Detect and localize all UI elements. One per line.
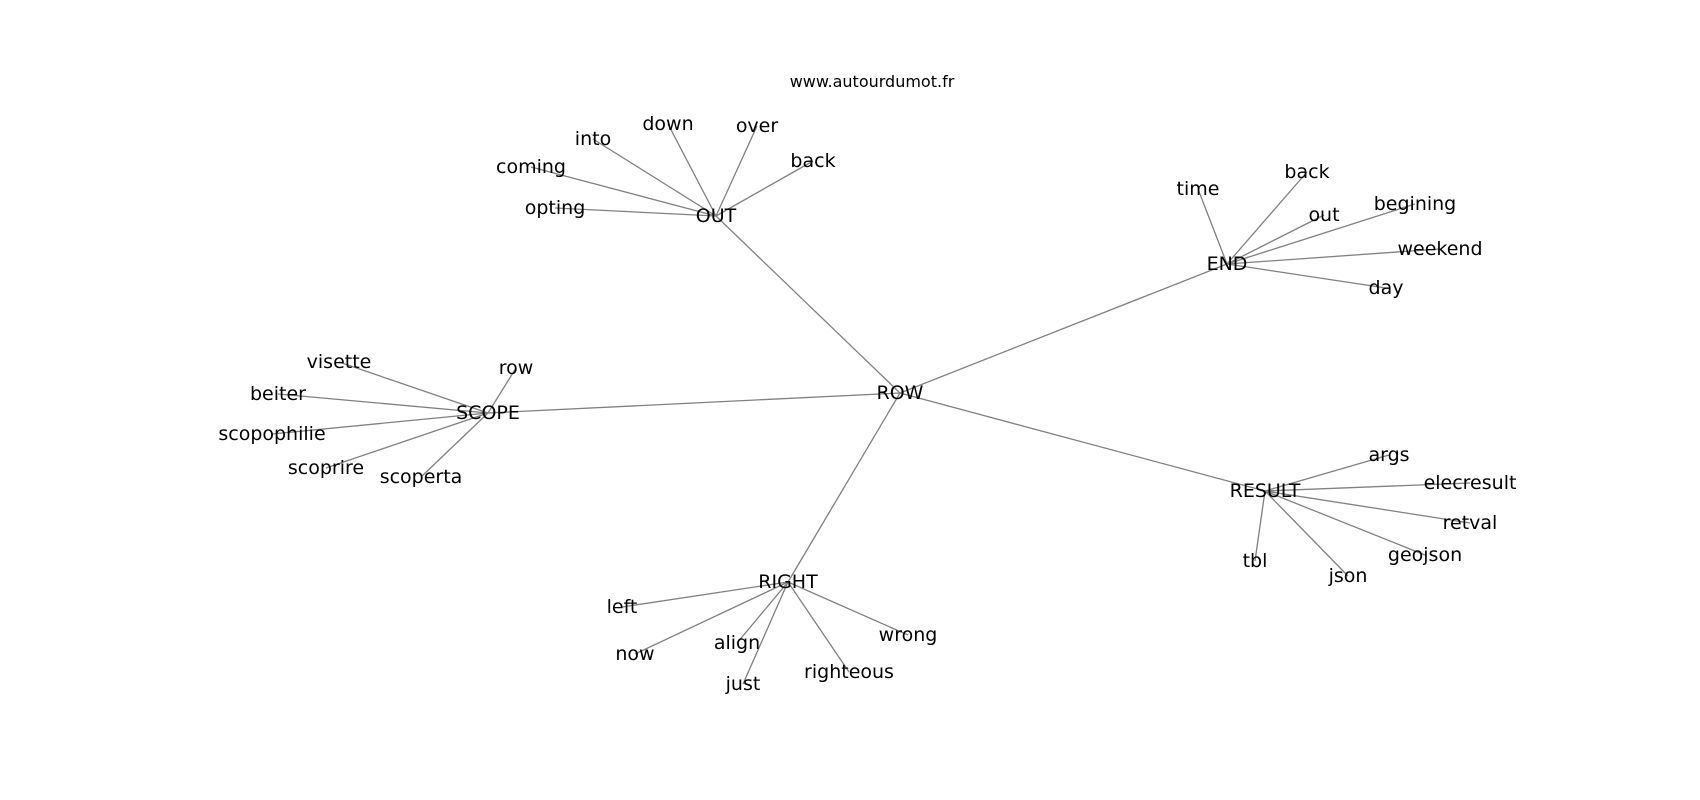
edge-end-end_out [1226, 214, 1325, 265]
edge-out-out_into [592, 138, 717, 217]
edge-scope-scope_scopophilie [271, 412, 489, 435]
node-out-over: over [736, 115, 779, 137]
node-right-wrong: wrong [879, 624, 938, 646]
node-end-weekend: weekend [1397, 238, 1482, 260]
node-end-day: day [1369, 277, 1404, 299]
node-out: OUT [696, 205, 737, 227]
node-scope-beiter: beiter [250, 383, 306, 405]
edge-result-result_args [1264, 454, 1390, 492]
edge-right-right_align [736, 581, 789, 644]
edge-result-result_tbl [1254, 490, 1266, 562]
node-right-just: just [725, 673, 761, 695]
node-row: ROW [877, 382, 924, 404]
edge-row-end [899, 263, 1228, 394]
edge-end-end_back [1226, 171, 1308, 265]
node-out-coming: coming [496, 156, 566, 178]
node-scope-scoperta: scoperta [380, 466, 463, 488]
edge-out-out_coming [530, 166, 717, 217]
edge-row-right [787, 392, 901, 583]
node-end-begining: begining [1374, 193, 1457, 215]
edge-scope-scope_row [487, 367, 517, 414]
node-right-now: now [615, 643, 654, 665]
node-result-geojson: geojson [1388, 544, 1462, 566]
node-result-retval: retval [1443, 512, 1498, 534]
node-result-tbl: tbl [1243, 550, 1268, 572]
edge-out-out_opting [554, 207, 717, 217]
edge-row-out [715, 215, 901, 394]
node-scope: SCOPE [456, 402, 520, 424]
node-right-righteous: righteous [804, 661, 894, 683]
edge-out-out_over [715, 125, 758, 217]
edge-end-end_time [1197, 188, 1228, 265]
site-url-label: www.autourdumot.fr [789, 72, 955, 91]
node-end-back: back [1284, 161, 1329, 183]
edge-row-scope [487, 392, 901, 414]
node-result-args: args [1368, 444, 1409, 466]
edge-right-right_wrong [787, 581, 909, 636]
node-end-time: time [1177, 178, 1220, 200]
node-end-out: out [1308, 204, 1339, 226]
node-right-left: left [607, 596, 638, 618]
node-scope-row: row [499, 357, 534, 379]
node-scope-scoprire: scoprire [288, 457, 364, 479]
edge-scope-scope_scoprire [325, 412, 489, 469]
node-result-elecresult: elecresult [1424, 472, 1517, 494]
graph-edges [271, 123, 1471, 685]
edge-right-right_righteous [787, 581, 850, 673]
node-scope-scopophilie: scopophilie [218, 423, 325, 445]
node-out-down: down [642, 113, 693, 135]
node-out-into: into [575, 128, 611, 150]
graph-node-labels: ROW OUT END SCOPE RESULT RIGHT opting coming int… [218, 113, 1516, 695]
edge-result-result_retval [1264, 490, 1471, 524]
edge-result-result_json [1264, 490, 1349, 577]
node-right-align: align [714, 632, 760, 654]
edge-right-right_left [621, 581, 789, 608]
node-out-opting: opting [525, 197, 586, 219]
node-scope-visette: visette [307, 351, 372, 373]
edge-scope-scope_scoperta [420, 412, 489, 478]
edge-right-right_just [742, 581, 789, 685]
edge-out-out_down [667, 123, 717, 217]
node-out-back: back [790, 150, 835, 172]
edge-result-result_geojson [1264, 490, 1426, 556]
node-end: END [1207, 253, 1248, 275]
edge-result-result_elecresult [1264, 482, 1471, 492]
node-result: RESULT [1230, 480, 1301, 502]
edge-end-end_weekend [1226, 248, 1441, 265]
edge-row-result [899, 392, 1266, 492]
edge-scope-scope_visette [338, 361, 489, 414]
node-right: RIGHT [758, 571, 818, 593]
edge-end-end_day [1226, 263, 1387, 289]
edge-right-right_now [634, 581, 789, 655]
node-result-json: json [1328, 565, 1368, 587]
edge-out-out_back [715, 160, 814, 217]
edge-scope-scope_beiter [277, 393, 489, 414]
edge-end-end_begining [1226, 203, 1416, 265]
